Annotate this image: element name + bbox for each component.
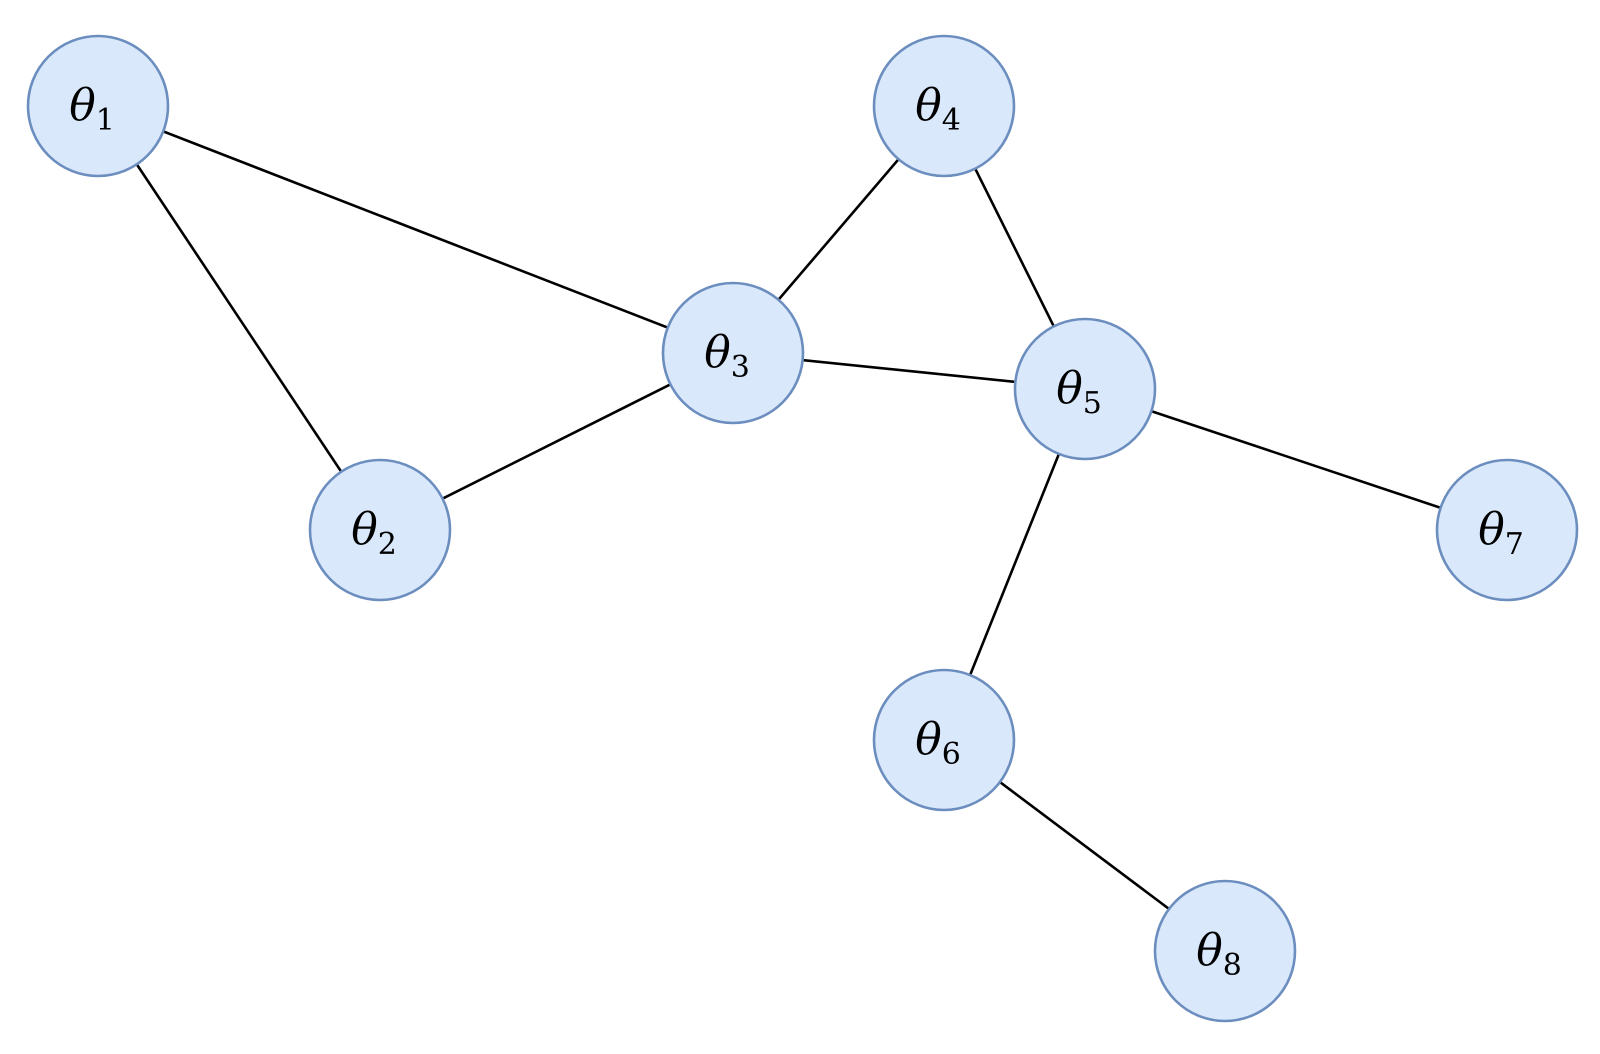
node-circle bbox=[1013, 317, 1157, 461]
node-t3: θ3 bbox=[661, 281, 805, 425]
node-symbol: θ bbox=[351, 504, 378, 555]
node-subscript: 8 bbox=[1223, 948, 1242, 983]
node-subscript: 6 bbox=[942, 737, 961, 772]
node-symbol: θ bbox=[69, 80, 96, 131]
node-subscript: 1 bbox=[96, 103, 115, 138]
edge-t5-t7 bbox=[1084, 387, 1508, 532]
node-subscript: 5 bbox=[1083, 386, 1102, 421]
node-symbol: θ bbox=[1196, 925, 1223, 976]
node-symbol: θ bbox=[1056, 363, 1083, 414]
node-t2: θ2 bbox=[308, 458, 452, 602]
node-symbol: θ bbox=[704, 327, 731, 378]
node-subscript: 7 bbox=[1505, 527, 1524, 562]
node-circle bbox=[661, 281, 805, 425]
node-t1: θ1 bbox=[26, 34, 170, 178]
node-t5: θ5 bbox=[1013, 317, 1157, 461]
node-circle bbox=[1435, 458, 1579, 602]
node-subscript: 2 bbox=[378, 527, 397, 562]
node-t8: θ8 bbox=[1153, 879, 1297, 1023]
node-subscript: 3 bbox=[731, 350, 750, 385]
node-circle bbox=[26, 34, 170, 178]
edge-t1-t2 bbox=[96, 105, 382, 531]
node-symbol: θ bbox=[1478, 504, 1505, 555]
node-subscript: 4 bbox=[942, 103, 961, 138]
node-t7: θ7 bbox=[1435, 458, 1579, 602]
node-symbol: θ bbox=[915, 80, 942, 131]
node-circle bbox=[872, 34, 1016, 178]
edge-t1-t3 bbox=[97, 104, 734, 355]
node-circle bbox=[308, 458, 452, 602]
node-symbol: θ bbox=[915, 714, 942, 765]
node-label: θ2 bbox=[351, 504, 397, 562]
node-label: θ6 bbox=[915, 714, 961, 772]
node-label: θ5 bbox=[1056, 363, 1102, 421]
node-label: θ8 bbox=[1196, 925, 1242, 983]
node-circle bbox=[1153, 879, 1297, 1023]
node-label: θ4 bbox=[915, 80, 961, 138]
node-label: θ3 bbox=[704, 327, 750, 385]
node-label: θ1 bbox=[69, 80, 115, 138]
node-t6: θ6 bbox=[872, 668, 1016, 812]
node-circle bbox=[872, 668, 1016, 812]
node-label: θ7 bbox=[1478, 504, 1524, 562]
node-t4: θ4 bbox=[872, 34, 1016, 178]
